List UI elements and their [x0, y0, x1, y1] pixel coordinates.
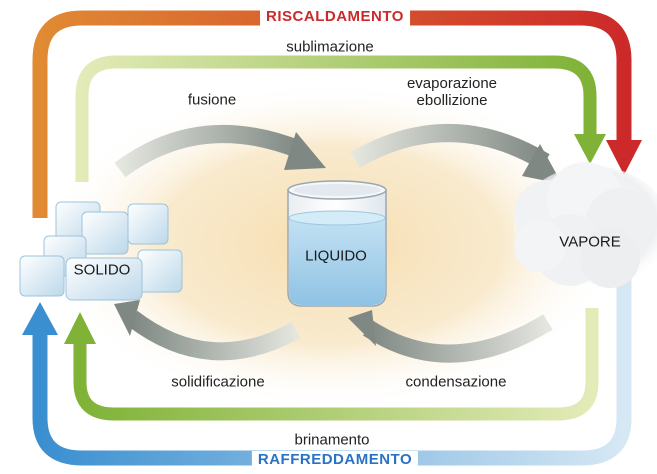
sublimation-arrow-head — [574, 134, 606, 164]
vapor-cloud — [514, 162, 657, 290]
condensation-label: condensazione — [405, 373, 507, 391]
evaporation-label: evaporazione — [406, 75, 498, 92]
heating-arrow-head — [606, 140, 642, 175]
boiling-label: ebollizione — [416, 92, 488, 109]
solidification-label: solidificazione — [171, 373, 265, 391]
sublimation-label: sublimazione — [286, 38, 374, 56]
condensation-arrow — [363, 314, 553, 363]
deposition-arrow — [73, 308, 599, 421]
evaporation-arrow — [350, 124, 550, 170]
sublimation-arrow — [75, 55, 597, 182]
solidification-arrow-head — [114, 300, 140, 336]
vapor-label: VAPORE — [559, 233, 621, 251]
beaker — [287, 180, 387, 307]
solid-label: SOLIDO — [73, 261, 131, 279]
liquid-label: LIQUIDO — [305, 247, 367, 265]
deposition-arrow-head — [64, 312, 96, 344]
fusion-arrow — [114, 125, 304, 178]
evaporation-arrow-head — [522, 144, 562, 184]
deposition-label: brinamento — [294, 431, 370, 449]
ice-cubes — [19, 201, 183, 301]
condensation-arrow-head — [348, 310, 376, 346]
cooling-label: RAFFREDDAMENTO — [251, 451, 419, 469]
cooling-arrow-head — [22, 302, 58, 335]
fusion-label: fusione — [187, 91, 237, 109]
heating-label: RISCALDAMENTO — [260, 8, 410, 26]
evaporation-label-group: evaporazione ebollizione — [407, 75, 497, 109]
fusion-arrow-head — [284, 132, 326, 170]
solidification-arrow — [126, 310, 301, 361]
